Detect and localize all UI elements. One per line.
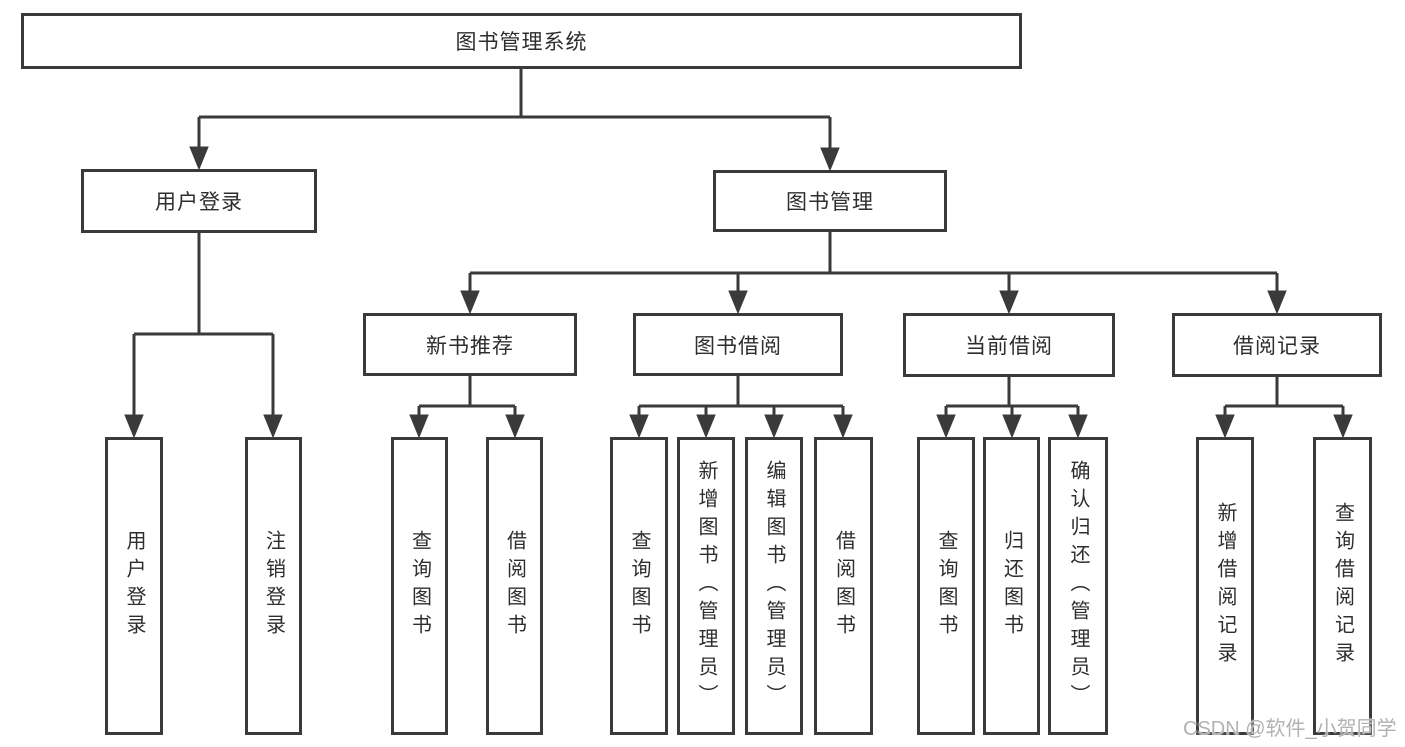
connector-line — [132, 233, 275, 417]
node-label-leaf-query-borrow-record: 查询借阅记录 — [1331, 502, 1354, 670]
node-leaf-confirm-return: 确认归还（管理员） — [1048, 437, 1108, 735]
arrowhead-icon — [696, 414, 716, 439]
connector-group-3 — [409, 376, 525, 439]
connector-line — [468, 232, 1279, 293]
node-label-leaf-add-borrow-record: 新增借阅记录 — [1214, 502, 1236, 670]
node-label-leaf-query-book-1: 查询图书 — [408, 530, 431, 642]
node-label-borrow-record: 借阅记录 — [1233, 335, 1321, 358]
node-label-leaf-borrow-book-2: 借阅图书 — [832, 530, 855, 642]
node-leaf-user-login: 用户登录 — [105, 437, 163, 735]
connector-line — [197, 69, 832, 150]
node-label-book-borrow: 图书借阅 — [694, 334, 782, 358]
node-label-leaf-return-book: 归还图书 — [1000, 530, 1023, 642]
node-label-leaf-query-book-3: 查询图书 — [935, 530, 957, 642]
arrowhead-icon — [1267, 290, 1287, 315]
connector-line — [1223, 377, 1345, 417]
node-leaf-query-book-1: 查询图书 — [391, 437, 448, 735]
node-borrow-record: 借阅记录 — [1172, 313, 1382, 377]
node-leaf-return-book: 归还图书 — [983, 437, 1040, 735]
node-book-mgmt: 图书管理 — [713, 170, 947, 232]
node-label-user-login: 用户登录 — [155, 191, 243, 214]
arrowhead-icon — [1215, 414, 1235, 439]
node-root: 图书管理系统 — [21, 13, 1022, 69]
node-label-leaf-query-book-2: 查询图书 — [628, 530, 650, 642]
node-label-leaf-confirm-return: 确认归还（管理员） — [1067, 460, 1089, 712]
arrowhead-icon — [1333, 414, 1353, 439]
node-label-leaf-borrow-book-1: 借阅图书 — [503, 530, 526, 642]
node-label-new-book-rec: 新书推荐 — [426, 334, 514, 358]
connector-group-2 — [460, 232, 1287, 315]
arrowhead-icon — [820, 147, 840, 172]
arrowhead-icon — [263, 414, 283, 439]
node-leaf-add-book: 新增图书（管理员） — [677, 437, 735, 735]
arrowhead-icon — [764, 414, 784, 439]
node-current-borrow: 当前借阅 — [903, 313, 1115, 377]
arrowhead-icon — [629, 414, 649, 439]
connector-group-1 — [124, 233, 283, 439]
connector-group-6 — [1215, 377, 1353, 439]
node-leaf-query-borrow-record: 查询借阅记录 — [1313, 437, 1372, 735]
node-leaf-add-borrow-record: 新增借阅记录 — [1196, 437, 1254, 735]
node-leaf-query-book-2: 查询图书 — [610, 437, 668, 735]
arrowhead-icon — [189, 146, 209, 171]
arrowhead-icon — [999, 290, 1019, 315]
connector-group-4 — [629, 376, 853, 439]
node-leaf-logout: 注销登录 — [245, 437, 302, 735]
node-label-leaf-user-login: 用户登录 — [123, 530, 145, 642]
connector-line — [417, 376, 517, 417]
connector-group-5 — [936, 377, 1088, 439]
arrowhead-icon — [409, 414, 429, 439]
arrowhead-icon — [124, 414, 144, 439]
node-label-leaf-edit-book: 编辑图书（管理员） — [763, 460, 785, 712]
connector-line — [944, 377, 1080, 417]
node-leaf-borrow-book-1: 借阅图书 — [486, 437, 543, 735]
connector-group-0 — [189, 69, 840, 172]
node-label-leaf-add-book: 新增图书（管理员） — [695, 460, 717, 712]
node-new-book-rec: 新书推荐 — [363, 313, 577, 376]
node-book-borrow: 图书借阅 — [633, 313, 843, 376]
node-user-login: 用户登录 — [81, 169, 317, 233]
arrowhead-icon — [1002, 414, 1022, 439]
arrowhead-icon — [460, 290, 480, 315]
node-label-book-mgmt: 图书管理 — [786, 191, 874, 214]
node-leaf-query-book-3: 查询图书 — [917, 437, 975, 735]
node-leaf-edit-book: 编辑图书（管理员） — [745, 437, 803, 735]
node-label-root: 图书管理系统 — [455, 31, 588, 54]
arrowhead-icon — [728, 290, 748, 315]
connector-line — [637, 376, 845, 417]
arrowhead-icon — [936, 414, 956, 439]
arrowhead-icon — [1068, 414, 1088, 439]
node-label-current-borrow: 当前借阅 — [965, 335, 1053, 358]
node-leaf-borrow-book-2: 借阅图书 — [814, 437, 873, 735]
watermark-text: CSDN @软件_小贺同学 — [1183, 718, 1397, 740]
node-label-leaf-logout: 注销登录 — [262, 530, 285, 642]
arrowhead-icon — [505, 414, 525, 439]
arrowhead-icon — [833, 414, 853, 439]
